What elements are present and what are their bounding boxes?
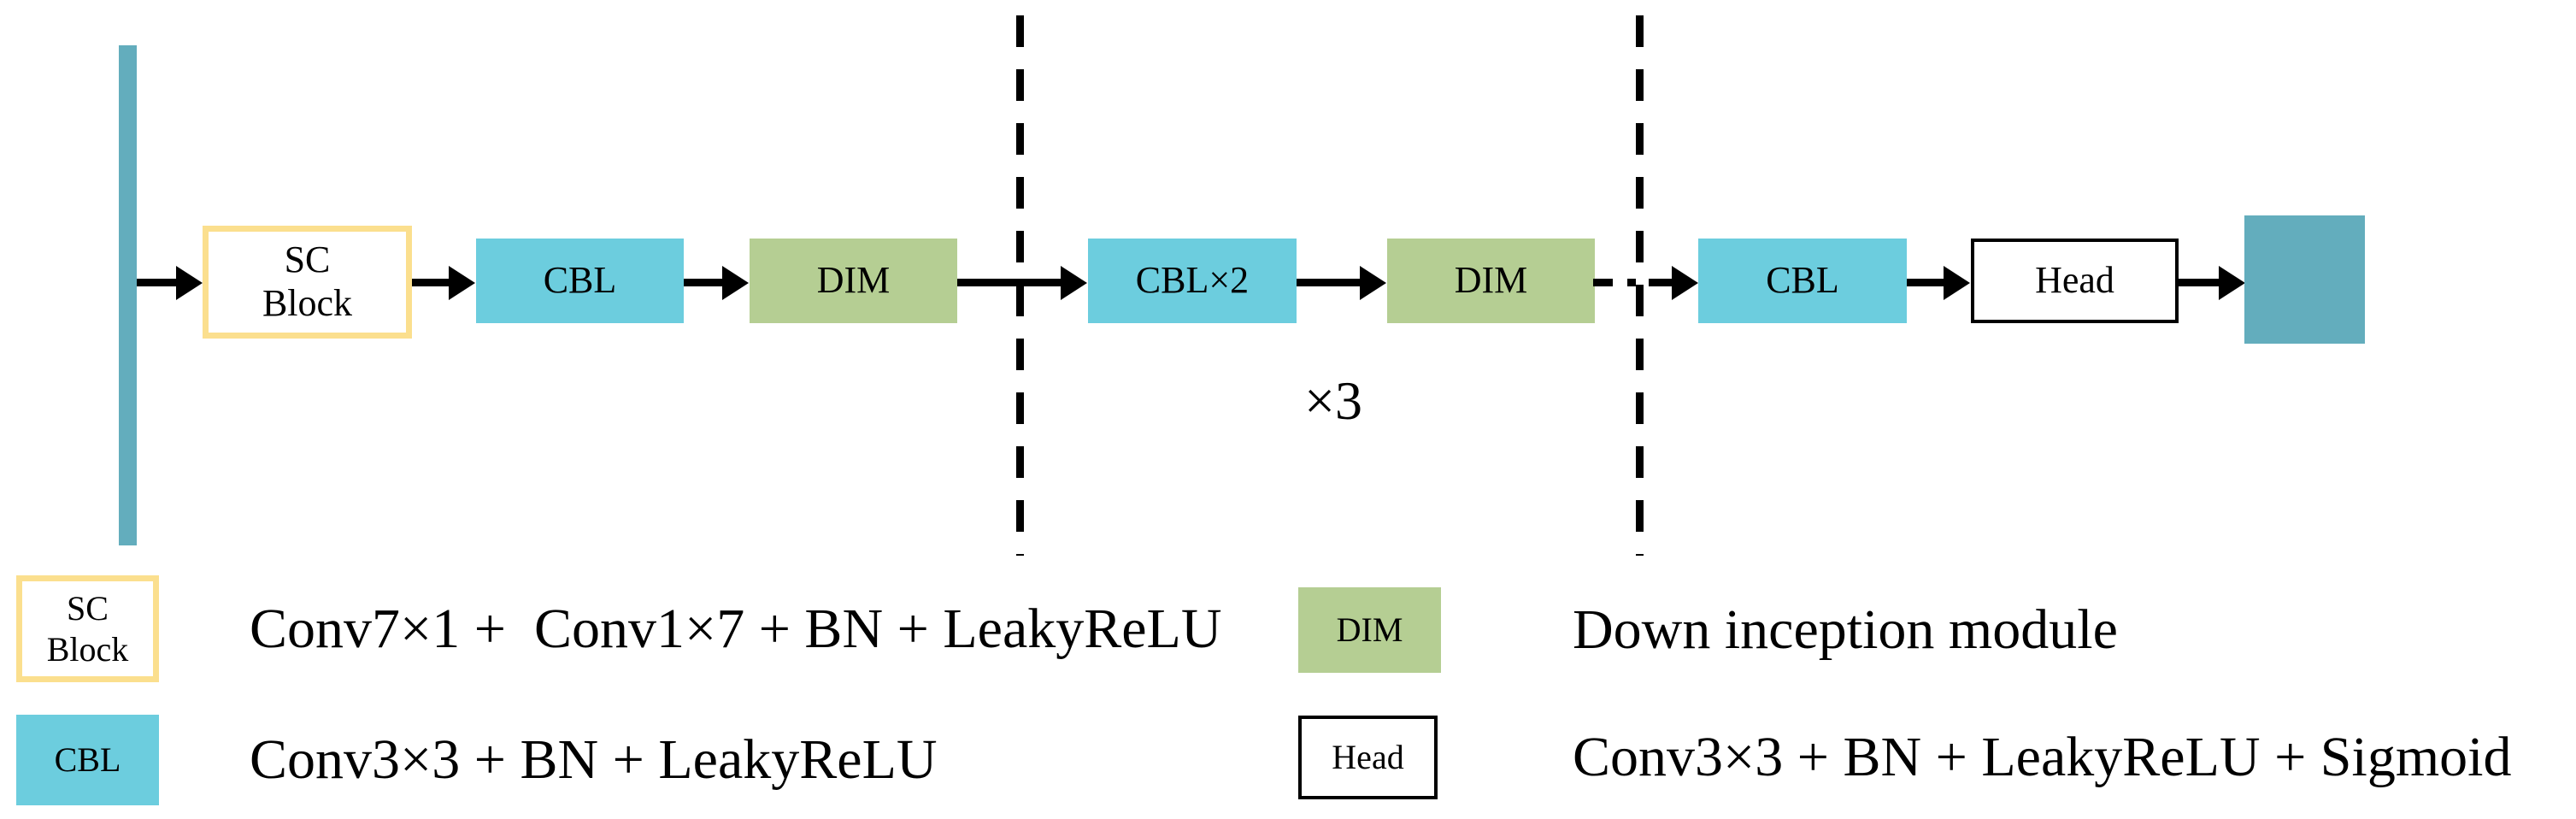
input-feature-bar (119, 45, 137, 545)
cbl-node-1-label: CBL (543, 259, 617, 302)
legend-cbl-item: Conv3×3 + BN + LeakyReLU (250, 715, 938, 805)
arrow-head-icon (449, 266, 475, 300)
arrow-head-icon (1061, 266, 1087, 300)
sc-block-node: SC Block (203, 226, 412, 339)
flow-arrow-line (2179, 279, 2220, 286)
head-node-label: Head (2035, 259, 2114, 302)
legend-dim-item: Down inception module (1573, 587, 2118, 673)
legend-sc-block-description: Conv7×1 + Conv1×7 + BN + LeakyReLU (250, 597, 1222, 660)
flow-arrow-line (412, 279, 450, 286)
legend-sc-block-swatch: SC Block (16, 575, 159, 682)
repeat-times-label: ×3 (1303, 370, 1363, 431)
flow-arrow-line (1907, 279, 1945, 286)
legend-cbl-description: Conv3×3 + BN + LeakyReLU (250, 728, 938, 791)
flow-arrow-line (137, 279, 179, 286)
arrow-head-icon (1672, 266, 1698, 300)
legend-sc-block-swatch-label: SC Block (46, 588, 129, 669)
dim-node-2-label: DIM (1454, 259, 1528, 302)
legend-dim-swatch: DIM (1298, 587, 1441, 673)
dim-node-1-label: DIM (816, 259, 891, 302)
arrow-head-icon (2219, 266, 2245, 300)
legend-dim-description: Down inception module (1573, 598, 2118, 661)
sc-block-node-label: SC Block (262, 239, 353, 324)
cbl-node-3: CBL (1698, 239, 1907, 323)
arrow-head-icon (1944, 266, 1970, 300)
cblx2-node: CBL×2 (1088, 239, 1297, 323)
dashed-connector-line (1593, 279, 1636, 286)
legend-head-description: Conv3×3 + BN + LeakyReLU + Sigmoid (1573, 726, 2512, 788)
legend-cbl-swatch-label: CBL (54, 740, 121, 779)
flow-arrow-line (684, 279, 723, 286)
head-node: Head (1971, 239, 2179, 323)
legend-head-swatch-label: Head (1332, 738, 1404, 776)
arrow-head-icon (1360, 266, 1386, 300)
cbl-node-3-label: CBL (1766, 259, 1839, 302)
cblx2-node-label: CBL×2 (1135, 259, 1250, 302)
flow-arrow-line (957, 279, 1062, 286)
legend-head-swatch: Head (1298, 716, 1438, 799)
arrow-head-icon (176, 266, 203, 300)
legend-dim-swatch-label: DIM (1336, 610, 1403, 649)
cbl-node-1: CBL (476, 239, 684, 323)
legend-cbl-swatch: CBL (16, 715, 159, 805)
output-feature-box (2244, 215, 2365, 344)
dim-node-2: DIM (1387, 239, 1595, 323)
arrow-head-icon (722, 266, 749, 300)
legend-sc-block-item: Conv7×1 + Conv1×7 + BN + LeakyReLU (250, 575, 1222, 682)
stage-separator-dashed-line-2 (1636, 15, 1644, 556)
flow-arrow-line (1297, 279, 1361, 286)
legend-head-item: Conv3×3 + BN + LeakyReLU + Sigmoid (1573, 716, 2512, 799)
flow-arrow-line (1649, 279, 1673, 286)
dim-node-1: DIM (750, 239, 957, 323)
